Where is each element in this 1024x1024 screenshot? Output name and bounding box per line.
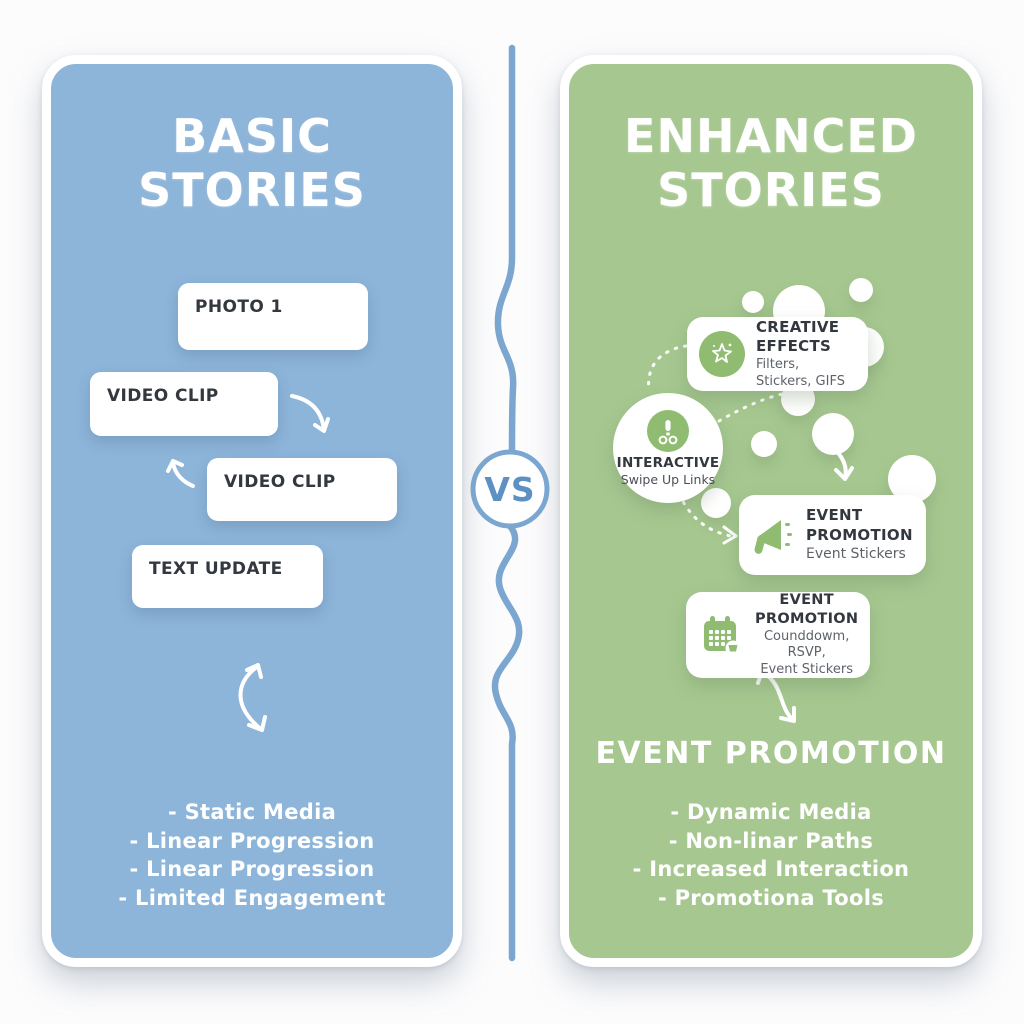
arrow-up-left-icon [166, 459, 195, 488]
list-item: - Increased Interaction [632, 857, 910, 881]
vs-divider: VS [470, 44, 550, 962]
arrow-down-icon [834, 452, 854, 481]
interactive-card: INTERACTIVE Swipe Up Links [613, 393, 723, 503]
card-title: CREATIVE EFFECTS [756, 317, 840, 356]
basic-stories-title: BASIC STORIES [138, 109, 366, 217]
calendar-icon [704, 616, 741, 656]
divider-line-top [494, 44, 517, 458]
list-item: - Promotiona Tools [657, 885, 885, 910]
double-curved-arrow-icon [238, 663, 267, 732]
enhanced-features-list: - Dynamic Media - Non-linar Paths - Incr… [560, 798, 982, 912]
bubble [751, 431, 777, 457]
list-item: - Limited Engagement [118, 885, 386, 910]
enhanced-stories-title: ENHANCED STORIES [624, 109, 918, 217]
basic-features-list: - Static Media - Linear Progression - Li… [42, 798, 462, 912]
sparkle-star-icon [699, 331, 745, 377]
divider-line-bottom [491, 522, 523, 962]
list-item: - Non-linar Paths [668, 828, 874, 853]
list-item: - Dynamic Media [670, 800, 872, 824]
dashed-arc-icon [717, 390, 792, 423]
event-promotion-details-card: EVENT PROMOTION Counddowm, RSVP, Event S… [686, 592, 870, 678]
exclamation-icon [647, 409, 689, 452]
megaphone-icon [754, 520, 792, 554]
bubble [812, 413, 854, 455]
card-subtitle: Swipe Up Links [620, 471, 716, 487]
list-item: - Linear Progression [129, 857, 375, 881]
vs-label: VS [484, 470, 535, 509]
story-card-video-1: VIDEO CLIP [90, 372, 278, 436]
story-card-photo: PHOTO 1 [178, 283, 368, 350]
event-promotion-heading: EVENT PROMOTION [595, 736, 947, 771]
arrow-down-right-icon [290, 394, 330, 433]
card-subtitle: Event Stickers [806, 546, 906, 563]
story-card-video-2: VIDEO CLIP [207, 458, 397, 521]
story-card-label: VIDEO CLIP [224, 472, 336, 492]
card-title: EVENT PROMOTION [806, 506, 913, 544]
card-title: EVENT PROMOTION [755, 591, 859, 627]
story-card-text-update: TEXT UPDATE [132, 545, 323, 608]
bubble [849, 278, 873, 302]
bubble [742, 291, 764, 313]
vs-badge-circle [470, 449, 550, 529]
card-subtitle: Counddowm, RSVP, [763, 628, 850, 661]
list-item: - Linear Progression [129, 828, 375, 853]
dashed-arc-arrowhead-icon [722, 525, 738, 545]
list-item: - Static Media [167, 800, 337, 824]
card-subtitle: Filters, Stickers, GIFS [756, 356, 845, 389]
creative-effects-card: CREATIVE EFFECTS Filters, Stickers, GIFS [687, 317, 868, 391]
dashed-arc-icon [677, 492, 733, 538]
bubble [701, 488, 731, 518]
event-promotion-card: EVENT PROMOTION Event Stickers [739, 495, 926, 575]
card-subtitle: Event Stickers [760, 662, 853, 678]
story-card-label: TEXT UPDATE [149, 559, 283, 579]
story-card-label: VIDEO CLIP [107, 386, 219, 406]
card-title: INTERACTIVE [616, 454, 720, 471]
story-card-label: PHOTO 1 [195, 297, 283, 317]
dashed-connectors [647, 344, 792, 545]
dashed-arc-icon [647, 344, 688, 393]
